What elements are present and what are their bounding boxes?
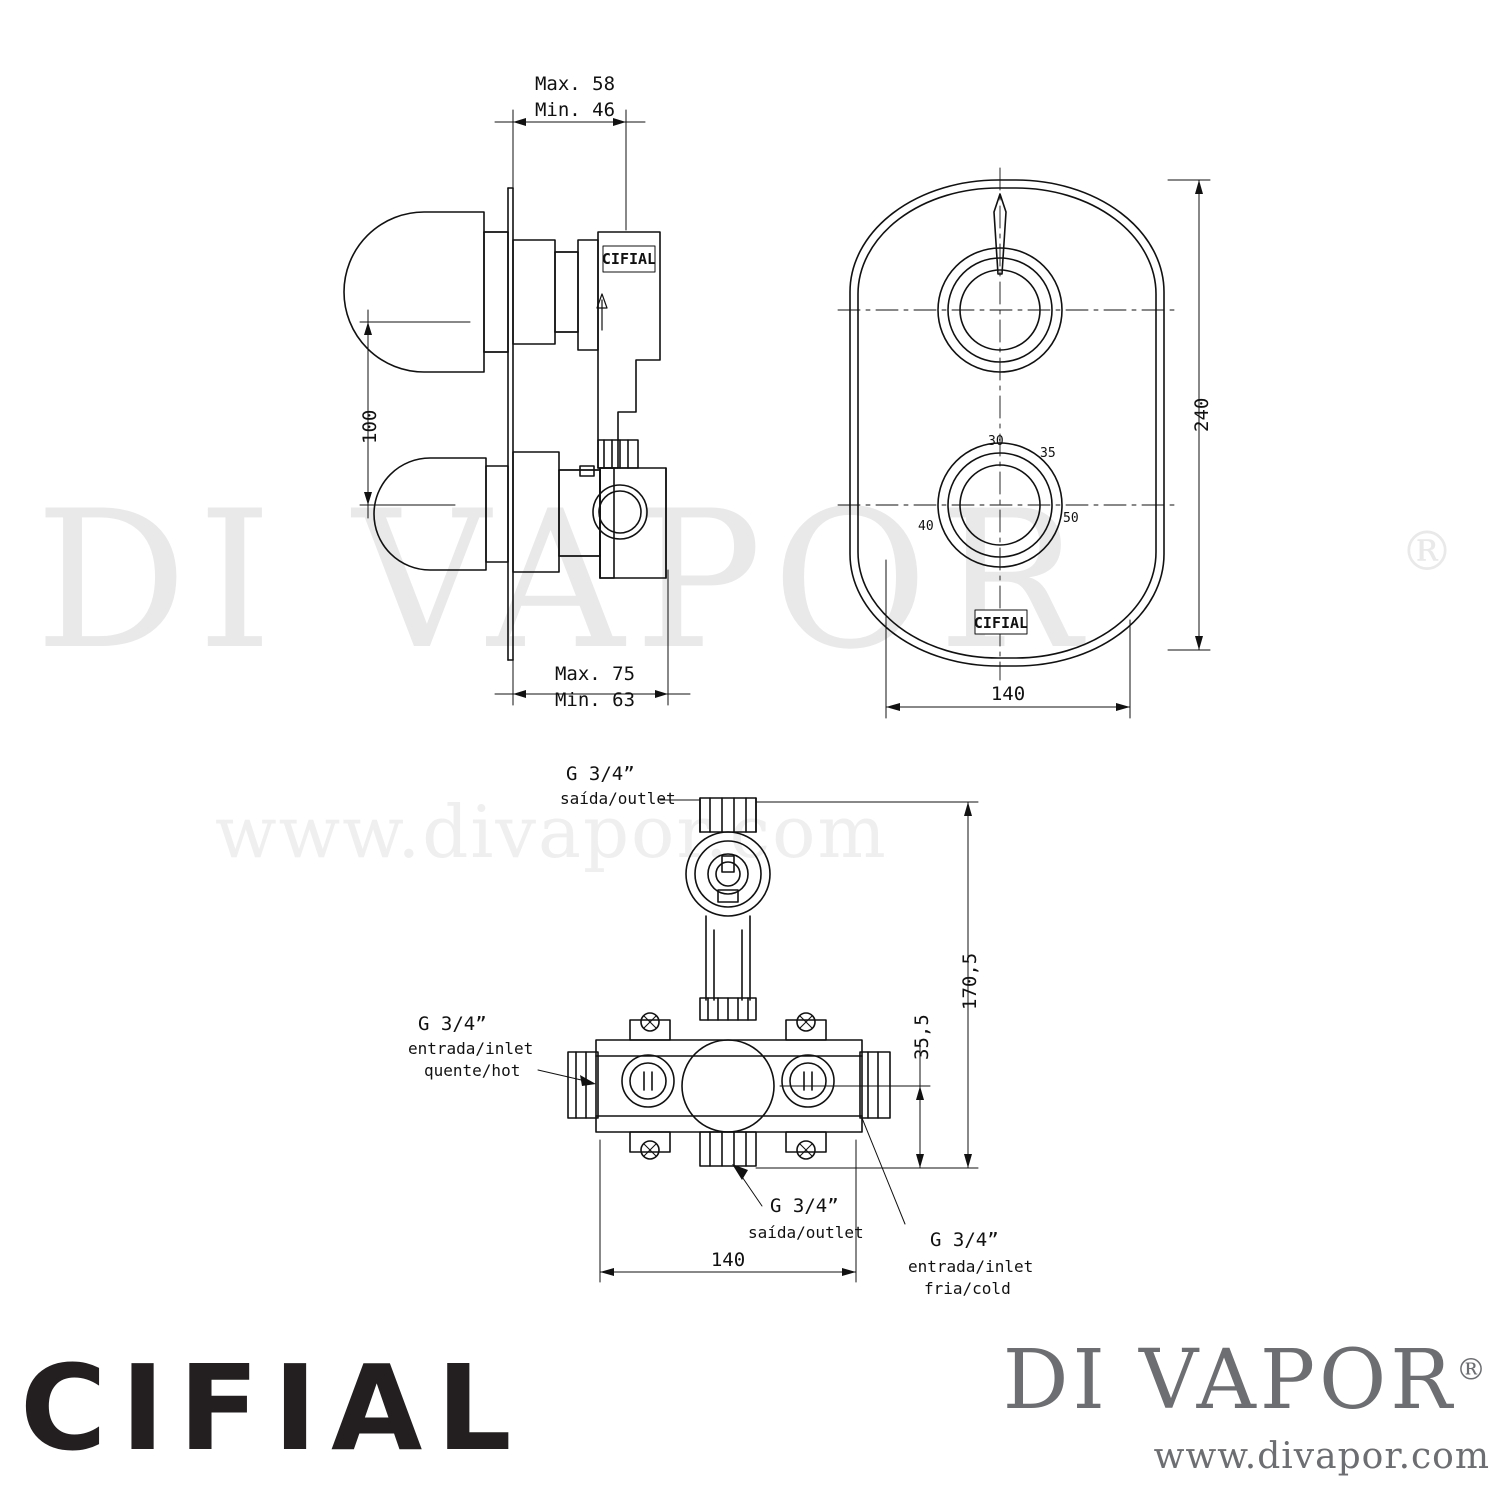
- dim-depth-bottom-min: Min. 63: [554, 689, 636, 711]
- dim-body-overall-height: 170,5: [959, 952, 981, 1010]
- temp-scale-50: 50: [1063, 511, 1079, 526]
- callout-outlet-top-thread: G 3/4”: [566, 763, 635, 785]
- callout-outlet-top-text: saída/outlet: [560, 789, 676, 808]
- side-view-plate-logo: CIFIAL: [602, 250, 656, 268]
- dim-vertical-centres-100: 100: [359, 409, 381, 444]
- brand-cifial-logo: CIFIAL: [20, 1339, 670, 1477]
- dim-body-half-height: 35,5: [911, 1014, 933, 1060]
- brand-divapor-url: www.divapor.com: [1153, 1436, 1490, 1477]
- brand-divapor-name: DI VAPOR: [1002, 1333, 1456, 1428]
- temp-scale-30: 30: [988, 434, 1004, 449]
- callout-outlet-bottom-thread: G 3/4”: [770, 1195, 839, 1217]
- temp-scale-35: 35: [1040, 446, 1056, 461]
- dim-plate-height-240: 240: [1191, 397, 1213, 432]
- brand-cifial-text: CIFIAL: [20, 1355, 526, 1475]
- callout-inlet-cold-thread: G 3/4”: [930, 1229, 999, 1251]
- temp-scale-40: 40: [918, 519, 934, 534]
- dim-plate-width-140: 140: [990, 683, 1026, 705]
- watermark-di-vapor: DI VAPOR: [35, 470, 1091, 691]
- watermark-registered-mark: ®: [1400, 520, 1454, 583]
- callout-inlet-hot-thread: G 3/4”: [418, 1013, 487, 1035]
- brand-divapor-text: DI VAPOR®: [850, 1340, 1490, 1422]
- dim-depth-top-min: Min. 46: [534, 99, 616, 121]
- front-view-plate-logo: CIFIAL: [974, 614, 1028, 632]
- brand-divapor-logo: DI VAPOR® www.divapor.com: [850, 1340, 1490, 1490]
- callout-inlet-hot-text2: quente/hot: [424, 1061, 521, 1080]
- dim-depth-top-max: Max. 58: [534, 73, 616, 95]
- dim-depth-bottom-max: Max. 75: [554, 663, 636, 685]
- dim-body-width: 140: [710, 1249, 746, 1271]
- callout-inlet-cold-text2: fria/cold: [924, 1279, 1011, 1298]
- callout-inlet-hot-text1: entrada/inlet: [408, 1039, 534, 1058]
- brand-divapor-registered: ®: [1456, 1352, 1490, 1388]
- callout-outlet-bottom-text: saída/outlet: [748, 1223, 864, 1242]
- watermark-url: www.divapor.com: [215, 790, 888, 874]
- callout-inlet-cold-text1: entrada/inlet: [908, 1257, 1034, 1276]
